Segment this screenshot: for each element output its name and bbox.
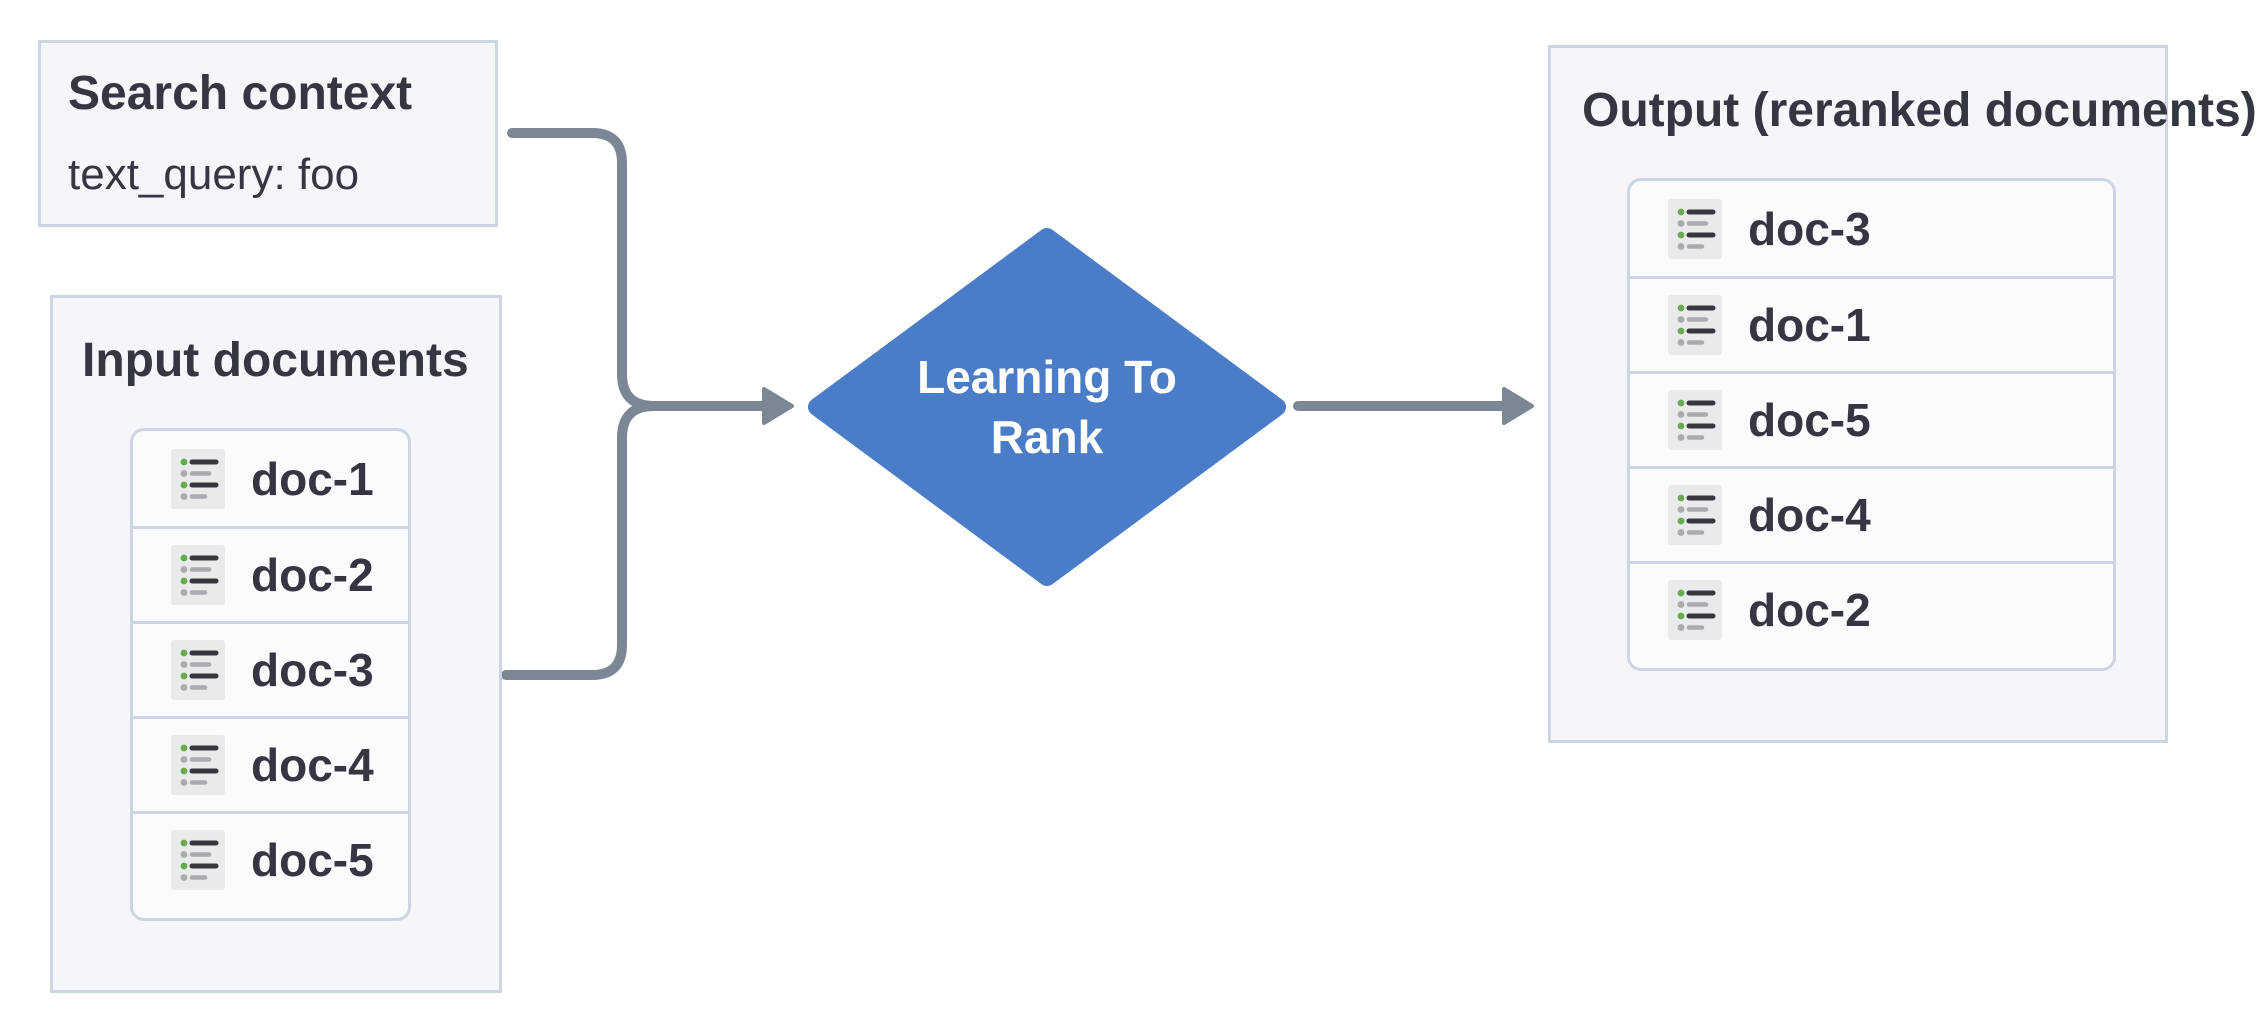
doc-label: doc-1 <box>1748 299 1871 351</box>
bulleted-list-document-icon <box>1668 295 1722 355</box>
doc-row: doc-2 <box>133 526 408 621</box>
bulleted-list-document-icon <box>171 830 225 890</box>
output-doc-list: doc-3 doc-1 <box>1627 178 2116 671</box>
output-arrowhead <box>1502 387 1534 425</box>
doc-row: doc-2 <box>1630 561 2113 656</box>
learning-to-rank-label-line2: Rank <box>990 411 1104 463</box>
input-documents-title: Input documents <box>82 334 469 387</box>
bulleted-list-document-icon <box>171 735 225 795</box>
doc-label: doc-5 <box>1748 394 1871 446</box>
output-documents-box: Output (reranked documents) doc-3 <box>1548 45 2256 743</box>
doc-label: doc-2 <box>1748 584 1871 636</box>
input-doc-list: doc-1 doc-2 <box>130 428 411 921</box>
doc-row: doc-5 <box>1630 371 2113 466</box>
doc-row: doc-3 <box>1630 181 2113 276</box>
learning-to-rank-label: Learning To Rank <box>808 228 1286 586</box>
doc-label: doc-4 <box>251 739 374 791</box>
bulleted-list-document-icon <box>171 448 225 509</box>
doc-row: doc-1 <box>1630 276 2113 371</box>
connector-from-search-context <box>507 128 659 411</box>
doc-row: doc-4 <box>1630 466 2113 561</box>
input-documents-box: Input documents doc-1 <box>50 295 502 993</box>
bulleted-list-document-icon <box>1668 485 1722 545</box>
doc-label: doc-1 <box>251 452 374 505</box>
bulleted-list-document-icon <box>171 545 225 605</box>
search-context-box: Search context text_query: foo <box>38 40 498 227</box>
bulleted-list-document-icon <box>1668 198 1722 259</box>
doc-label: doc-3 <box>251 644 374 696</box>
bulleted-list-document-icon <box>1668 390 1722 450</box>
doc-row: doc-3 <box>133 621 408 716</box>
output-documents-title: Output (reranked documents) <box>1582 84 2256 137</box>
doc-label: doc-2 <box>251 549 374 601</box>
doc-row: doc-4 <box>133 716 408 811</box>
doc-row: doc-1 <box>133 431 408 526</box>
doc-label: doc-4 <box>1748 489 1871 541</box>
doc-label: doc-5 <box>251 834 374 886</box>
merge-arrowhead <box>762 387 794 425</box>
doc-label: doc-3 <box>1748 202 1871 255</box>
bulleted-list-document-icon <box>1668 580 1722 640</box>
search-context-query: text_query: foo <box>68 150 360 199</box>
connector-from-input-documents <box>501 401 659 680</box>
bulleted-list-document-icon <box>171 640 225 700</box>
search-context-title: Search context <box>68 67 413 120</box>
learning-to-rank-node: Learning To Rank <box>808 228 1286 586</box>
diamond-shape <box>808 228 1286 586</box>
doc-row: doc-5 <box>133 811 408 906</box>
learning-to-rank-label-line1: Learning To <box>917 351 1177 403</box>
